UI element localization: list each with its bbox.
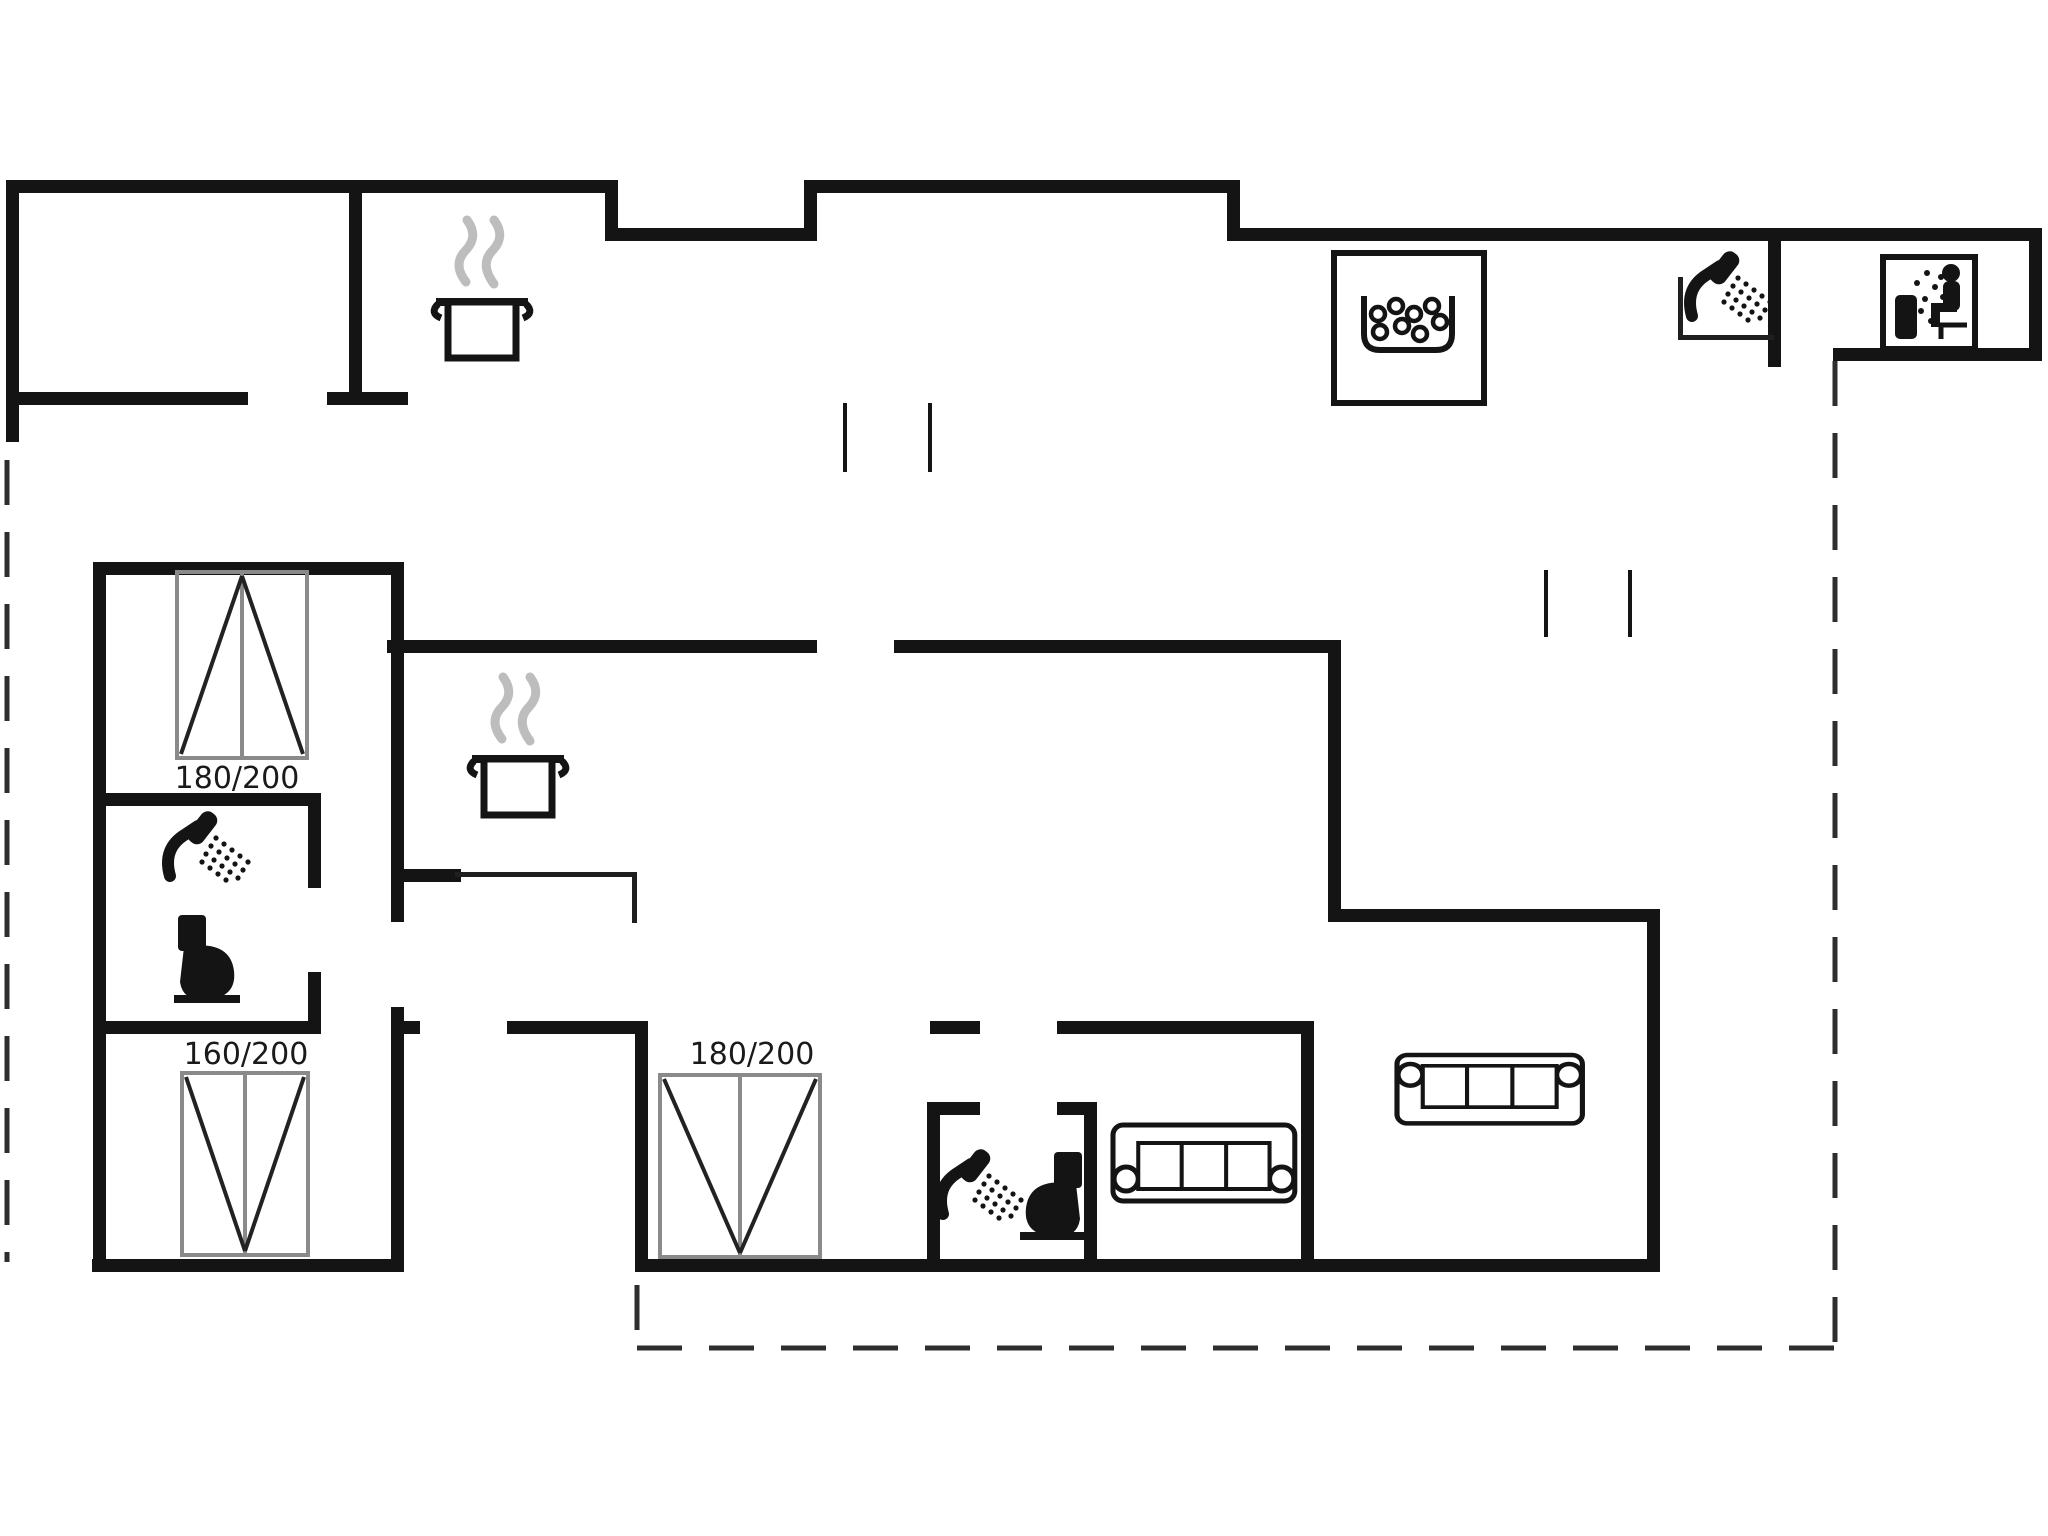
sofa-icon-living-room — [1397, 1055, 1582, 1123]
shower-icon-bottom-bath — [941, 1146, 1024, 1221]
shower-icon-top-right — [1690, 248, 1773, 323]
walls-layer — [6, 180, 2042, 1272]
cooking-pot-icon-lower — [470, 677, 566, 815]
sofa-icon-lounge — [1113, 1125, 1295, 1201]
whirlpool-tub-icon — [1361, 296, 1455, 353]
thin-partitions — [455, 277, 1774, 923]
cooking-pot-icon-upper — [434, 220, 530, 358]
terrace-dashed-boundary — [4, 361, 1838, 1351]
bed-bottom-left — [180, 1071, 310, 1257]
toilet-icon-left-bath — [174, 915, 240, 1003]
bed-size-label-bottom-middle: 180/200 — [690, 1037, 815, 1072]
bed-size-label-top-left: 180/200 — [175, 761, 300, 796]
bed-size-label-bottom-left: 160/200 — [184, 1037, 309, 1072]
sauna-icon — [1895, 264, 1967, 339]
opening-tick-marks — [843, 403, 1632, 637]
shower-icon-left-bath — [168, 808, 251, 883]
toilet-icon-bottom-bath — [1020, 1152, 1086, 1240]
bed-bottom-middle — [658, 1073, 822, 1259]
bed-top-left — [175, 570, 309, 760]
